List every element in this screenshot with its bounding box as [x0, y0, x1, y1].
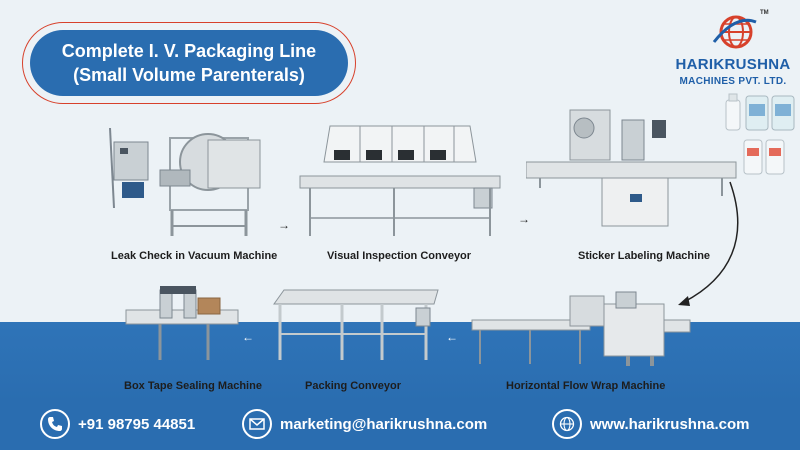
flow-arrow-right-2: → — [518, 212, 530, 226]
bottom-background — [0, 322, 800, 450]
contact-email[interactable]: marketing@harikrushna.com — [242, 404, 487, 444]
horizontal-flow-wrap-machine-image — [471, 291, 691, 366]
sticker-labeling-machine-image — [526, 109, 737, 227]
phone-icon — [40, 409, 70, 439]
packing-conveyor-image — [273, 289, 439, 360]
caption-packing-conveyor: Packing Conveyor — [305, 380, 401, 392]
website-url: www.harikrushna.com — [590, 415, 750, 433]
mail-icon — [242, 409, 272, 439]
title-banner: Complete I. V. Packaging Line (Small Vol… — [30, 30, 348, 96]
globe-logo-icon — [712, 15, 757, 49]
box-tape-sealing-machine-image — [125, 286, 239, 360]
contact-phone[interactable]: +91 98795 44851 — [40, 404, 195, 444]
flow-arrow-curve — [678, 181, 739, 306]
title-outline — [22, 22, 356, 104]
email-address: marketing@harikrushna.com — [280, 415, 488, 433]
contact-website[interactable]: www.harikrushna.com — [552, 404, 750, 444]
caption-sticker-labeling: Sticker Labeling Machine — [578, 250, 711, 262]
company-subtitle: MACHINES PVT. LTD. — [679, 76, 787, 87]
flow-arrow-left-2: ← — [242, 330, 254, 344]
iv-bottles-image — [725, 93, 795, 175]
flow-arrow-right-1: → — [278, 218, 290, 232]
caption-flow-wrap: Horizontal Flow Wrap Machine — [506, 380, 666, 392]
company-logo: TM HARIKRUSHNA MACHINES PVT. LTD. — [668, 8, 798, 98]
flow-arrow-left-1: ← — [446, 330, 458, 344]
company-name: HARIKRUSHNA — [675, 56, 791, 73]
leak-check-machine-image — [109, 127, 261, 236]
caption-leak-check: Leak Check in Vacuum Machine — [111, 250, 278, 262]
title-line-1: Complete I. V. Packaging Line — [61, 41, 317, 61]
caption-visual-inspection: Visual Inspection Conveyor — [327, 250, 472, 262]
phone-number: +91 98795 44851 — [78, 415, 196, 433]
caption-box-tape-sealing: Box Tape Sealing Machine — [124, 380, 262, 392]
trademark-mark: TM — [760, 10, 769, 16]
title-line-2: (Small Volume Parenterals) — [73, 65, 305, 85]
visual-inspection-conveyor-image — [299, 125, 501, 236]
globe-icon — [552, 409, 582, 439]
